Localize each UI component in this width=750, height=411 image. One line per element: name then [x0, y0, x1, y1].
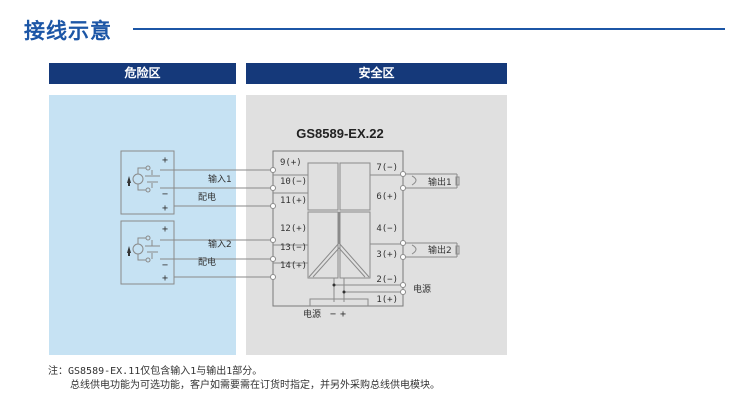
safe-zone-header: 安全区 [246, 63, 507, 84]
section-title: 接线示意 [24, 19, 112, 43]
hazardous-zone-panel [49, 95, 236, 355]
terminal-4: 4(−) [376, 224, 398, 234]
output-2-label: 输出2 [428, 244, 452, 256]
terminal-6: 6(+) [376, 192, 398, 202]
power-right-label: 电源 [413, 283, 431, 295]
hazardous-zone-header: 危险区 [49, 63, 236, 84]
svg-text:+: + [162, 224, 168, 235]
safe-zone-panel [246, 95, 507, 355]
terminal-14: 14(+) [280, 261, 307, 271]
svg-text:−: − [162, 260, 168, 271]
terminal-11: 11(+) [280, 196, 307, 206]
terminal-2: 2(−) [376, 275, 398, 285]
title-divider [133, 28, 725, 30]
terminal-7: 7(−) [376, 163, 398, 173]
field-device-1-box [120, 150, 175, 215]
note-line-1: 注：GS8589-EX.11仅包含输入1与输出1部分。 [48, 366, 263, 377]
power-1-label: 配电 [198, 191, 216, 203]
input-1-label: 输入1 [208, 173, 232, 185]
svg-text:+: + [162, 273, 168, 284]
terminal-10: 10(−) [280, 177, 307, 187]
svg-text:+: + [162, 155, 168, 166]
input-2-label: 输入2 [208, 238, 232, 250]
svg-text:+: + [162, 203, 168, 214]
terminal-13: 13(−) [280, 243, 307, 253]
power-bottom-plus: + [340, 309, 346, 320]
terminal-1: 1(+) [376, 295, 398, 305]
terminal-3: 3(+) [376, 250, 398, 260]
note-line-2: 总线供电功能为可选功能，客户如需要需在订货时指定，并另外采购总线供电模块。 [70, 380, 440, 391]
terminal-9: 9(+) [280, 158, 302, 168]
svg-text:−: − [162, 189, 168, 200]
field-device-2-box [120, 220, 175, 285]
terminal-12: 12(+) [280, 224, 307, 234]
power-bottom-minus: − [330, 309, 336, 320]
output-1-label: 输出1 [428, 176, 452, 188]
power-2-label: 配电 [198, 256, 216, 268]
module-model: GS8589-EX.22 [296, 126, 383, 141]
power-bottom-label: 电源 [303, 308, 321, 320]
module-outer-box [272, 150, 404, 307]
